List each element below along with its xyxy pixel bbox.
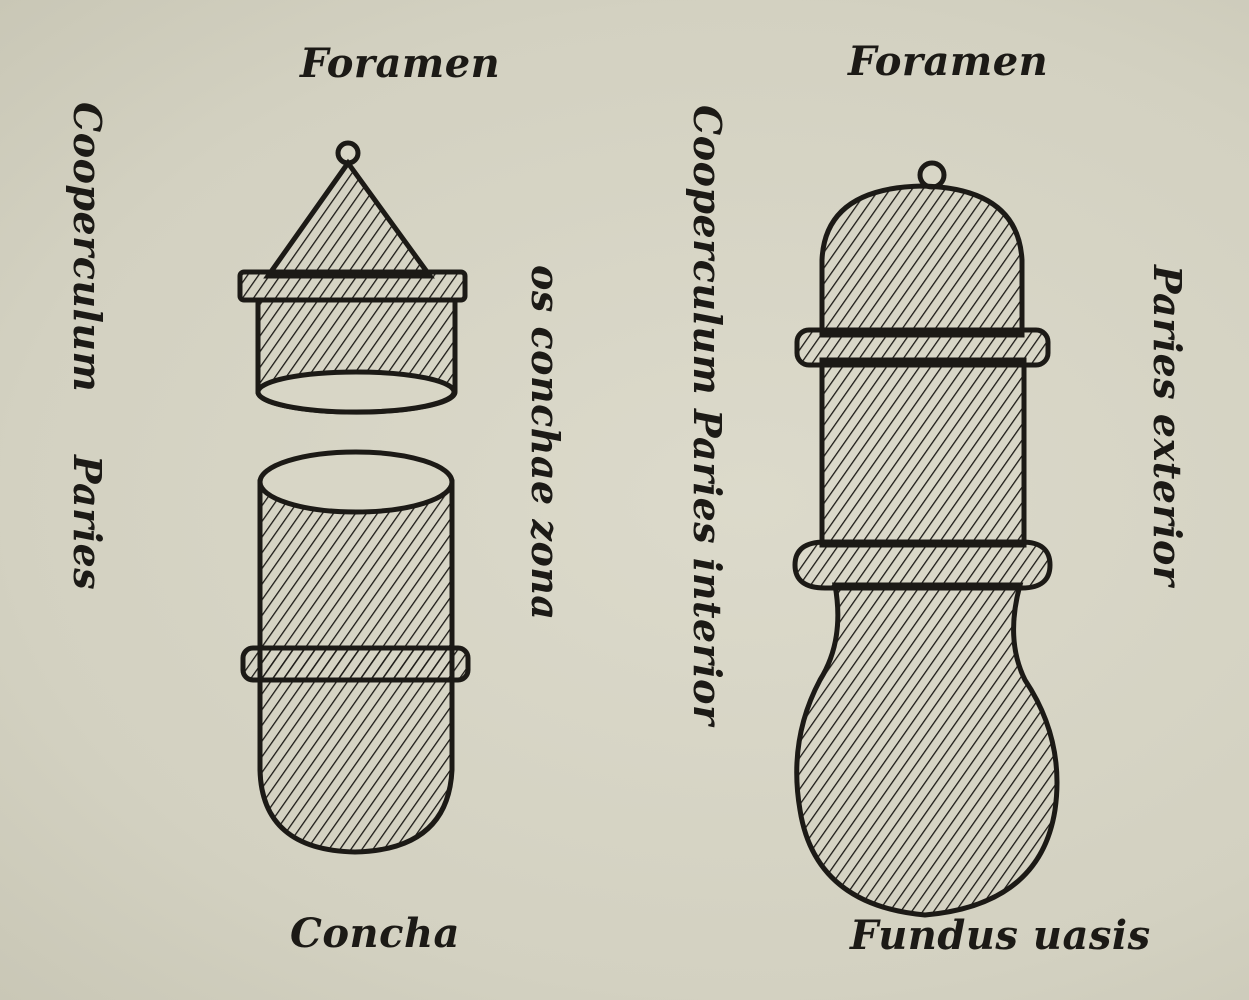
label-cooperculum-paries-interior: Cooperculum Paries interior: [685, 105, 730, 726]
cover-cone: [263, 140, 435, 279]
vessel-upper-band: [794, 327, 1051, 368]
vessel-body: [819, 357, 1027, 548]
label-cooperculum-left: Cooperculum: [65, 102, 110, 393]
label-foramen-right: Foramen: [848, 38, 1049, 85]
foramen-ring-right: [917, 160, 947, 190]
shell-zona-band: [240, 645, 471, 683]
label-concha: Concha: [290, 910, 460, 957]
label-paries-left: Paries: [65, 455, 110, 591]
label-os-conchae-zona: os conchae zona: [523, 265, 568, 621]
label-paries-exterior: Paries exterior: [1145, 265, 1190, 587]
vessel-lower-band: [792, 539, 1053, 591]
label-foramen-left: Foramen: [300, 40, 501, 87]
label-fundus-uasis: Fundus uasis: [850, 912, 1151, 959]
cover-band: [237, 269, 468, 303]
vessel-bulb: [794, 582, 1060, 918]
vessel-dome: [819, 183, 1025, 338]
